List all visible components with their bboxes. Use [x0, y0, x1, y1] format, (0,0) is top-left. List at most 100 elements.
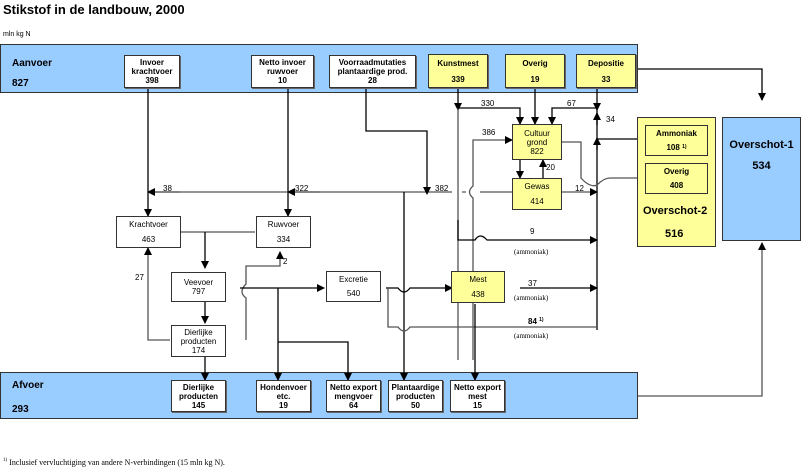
box-value: 174: [191, 345, 206, 355]
box-line: Ruwvoer: [267, 220, 300, 229]
flow-label-84: 84 1): [528, 317, 544, 326]
flow-330: [458, 107, 524, 125]
node-veevoer: Veevoer 797: [171, 272, 226, 302]
flow-label-38: 38: [163, 184, 172, 193]
box-line: Excretie: [339, 274, 368, 284]
box-line: Dierlijke: [182, 382, 215, 392]
box-line: Netto invoer: [259, 58, 306, 67]
flow-label-322: 322: [295, 184, 309, 193]
box-value: 797: [191, 287, 206, 296]
aanvoer-netto-invoer-ruwvoer: Netto invoer ruwvoer 10: [251, 55, 314, 88]
box-line: producten: [178, 391, 219, 401]
box-line: mengvoer: [334, 391, 373, 401]
box-line: Mest: [469, 275, 487, 284]
box-value: 28: [368, 76, 377, 85]
box-line: producten: [395, 391, 436, 401]
flow-27: [144, 247, 170, 341]
flow-label-382: 382: [435, 184, 449, 193]
footnote-mark: 1): [3, 458, 8, 463]
flow-label-9: 9: [530, 227, 535, 236]
box-value: 463: [141, 235, 156, 244]
aanvoer-value: 827: [12, 78, 29, 89]
box-value: 398: [145, 76, 159, 85]
box-line: Depositie: [587, 58, 624, 68]
box-line: etc.: [276, 391, 291, 401]
flow-label-27: 27: [135, 273, 144, 282]
box-value: 15: [473, 400, 482, 410]
footnote-ref: 1): [539, 317, 544, 323]
flow-386: [468, 136, 513, 360]
afvoer-plantaardige-producten: Plantaardige producten 50: [388, 380, 443, 412]
node-krachtvoer: Krachtvoer 463: [116, 216, 181, 248]
footnote-text: Inclusief vervluchtiging van andere N-ve…: [9, 458, 225, 467]
afvoer-value: 293: [12, 404, 29, 415]
flow-2: [241, 251, 284, 340]
afvoer-label: Afvoer: [12, 380, 44, 391]
box-value: 408: [669, 181, 684, 191]
box-line: Overig: [522, 58, 548, 68]
box-value: 822: [530, 146, 544, 156]
flow-label-2: 2: [283, 257, 288, 266]
overschot1-label: Overschot-1: [729, 139, 794, 151]
aanvoer-kunstmest: Kunstmest 339: [428, 54, 488, 88]
box-line: Veevoer: [183, 278, 214, 287]
box-line: krachtvoer: [131, 67, 173, 76]
aanvoer-depositie: Depositie 33: [576, 54, 636, 88]
overschot2-value: 516: [665, 228, 684, 240]
box-line: producten: [180, 336, 217, 346]
box-value: 540: [346, 289, 361, 299]
unit-label: mln kg N: [3, 31, 31, 38]
box-line: Gewas: [524, 182, 550, 191]
overschot2-label: Overschot-2: [643, 205, 708, 217]
box-line: Netto export: [329, 382, 378, 392]
node-ruwvoer: Ruwvoer 334: [256, 216, 311, 248]
overschot2-overig: Overig 408: [645, 163, 708, 194]
flow-label-34: 34: [606, 115, 615, 124]
box-line: Kunstmest: [437, 58, 479, 68]
page-title: Stikstof in de landbouw, 2000: [3, 2, 185, 17]
afvoer-dierlijke-producten: Dierlijke producten 145: [171, 380, 226, 412]
flow-to-overschot1: [638, 68, 766, 101]
box-value: 339: [451, 74, 465, 84]
box-line: plantaardige prod.: [337, 67, 408, 76]
node-dierlijke-producten: Dierlijke producten 174: [171, 325, 226, 357]
afvoer-hondenvoer: Hondenvoer etc. 19: [256, 380, 311, 412]
flow-9: [457, 220, 598, 244]
aanvoer-overig: Overig 19: [505, 54, 565, 88]
afvoer-band: [0, 372, 638, 419]
overschot1-value: 534: [752, 160, 771, 172]
flow-label-ammoniak-84: (ammoniak): [514, 332, 549, 340]
ammoniak-value: 108: [666, 143, 680, 153]
flow-label-37: 37: [528, 279, 537, 288]
flow-label-12: 12: [575, 184, 584, 193]
box-value: 10: [278, 76, 287, 85]
box-line: Netto export: [453, 382, 502, 392]
flow-84: [387, 288, 597, 332]
box-line: Krachtvoer: [129, 220, 168, 229]
box-value: 33: [601, 74, 611, 84]
box-value: 334: [276, 235, 291, 244]
aanvoer-label: Aanvoer: [12, 58, 53, 69]
box-line: Cultuur: [524, 128, 550, 138]
box-value: 108 1): [646, 143, 707, 152]
node-mest: Mest 438: [451, 271, 505, 303]
afvoer-netto-export-mengvoer: Netto export mengvoer 64: [326, 380, 381, 412]
afvoer-netto-export-mest: Netto export mest 15: [450, 380, 505, 412]
box-line: Plantaardige: [391, 382, 440, 392]
box-line: ruwvoer: [266, 67, 299, 76]
flow-afvoer-overschot1: [638, 242, 766, 397]
box-line: Overig: [663, 166, 690, 176]
box-value: 64: [349, 400, 358, 410]
box-value: 145: [191, 400, 206, 410]
box-line: mest: [468, 391, 487, 401]
box-line: Ammoniak: [656, 128, 697, 138]
box-line: Voorraadmutaties: [338, 58, 407, 67]
box-line: Dierlijke: [184, 327, 213, 337]
box-value: 19: [279, 400, 288, 410]
aanvoer-invoer-krachtvoer: Invoer krachtvoer 398: [124, 55, 180, 88]
box-value: 414: [530, 197, 544, 206]
flow-label-386: 386: [482, 128, 496, 137]
flow-label-ammoniak-9: (ammoniak): [514, 248, 549, 256]
footnote: 1) Inclusief vervluchtiging van andere N…: [3, 458, 225, 467]
box-value: 50: [411, 400, 420, 410]
